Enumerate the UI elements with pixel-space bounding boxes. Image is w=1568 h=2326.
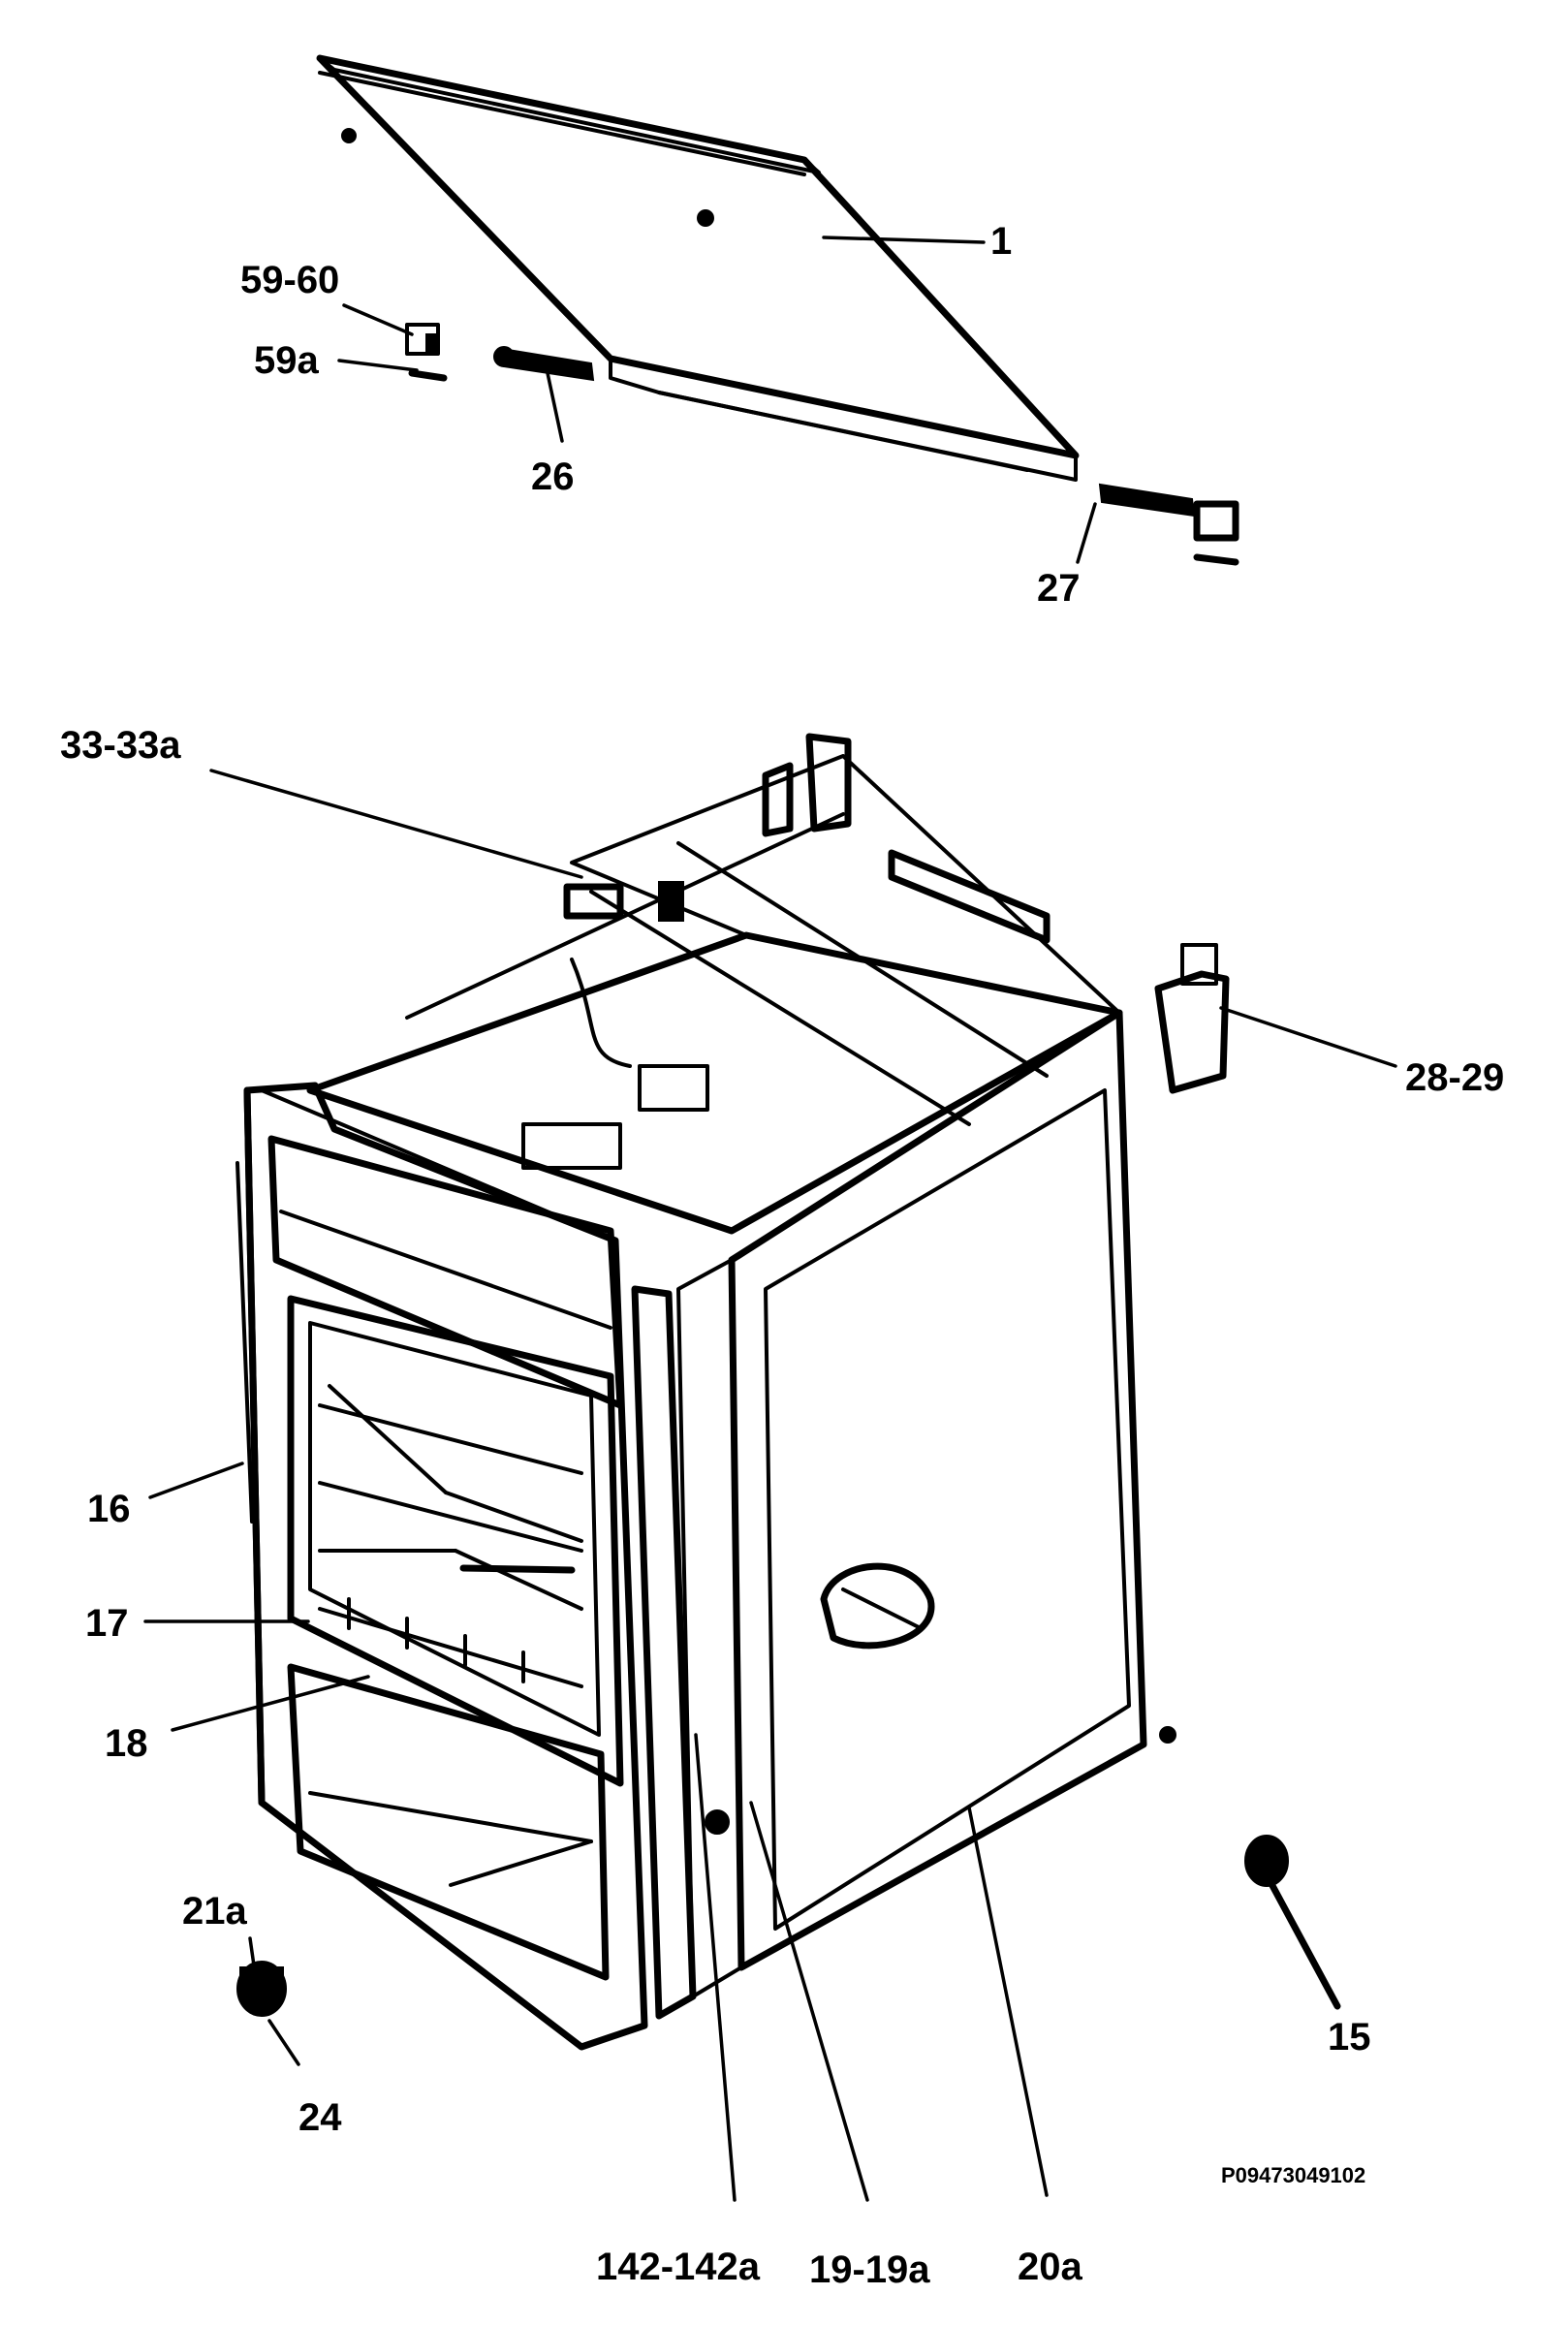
label-33-33a: 33-33a [60,724,181,767]
callout-labels: 1 59-60 59a 26 27 33-33a 28-29 16 17 18 … [60,220,1504,2291]
label-18: 18 [105,1722,148,1765]
label-24: 24 [298,2096,342,2139]
hinge-part-26 [493,346,595,382]
label-21a: 21a [182,1890,247,1933]
foot-part-15 [1244,1835,1341,2010]
leader-lines [143,236,1397,2202]
clip-part-59-60 [405,323,448,382]
hinge-part-27 [1098,483,1239,566]
label-1: 1 [990,220,1012,263]
label-19-19a: 19-19a [809,2248,930,2291]
label-16: 16 [87,1488,131,1530]
label-142-142a: 142-142a [596,2246,761,2288]
drawing-code: P09473049102 [1221,2163,1365,2187]
oven-cabinet [235,733,1230,2051]
label-27: 27 [1037,567,1081,610]
label-59a: 59a [254,339,319,382]
foot-part-21a-24 [236,1961,287,2017]
label-26: 26 [531,456,575,498]
label-20a: 20a [1018,2246,1082,2288]
top-panel-part-1 [316,54,1080,482]
label-15: 15 [1328,2016,1371,2059]
label-17: 17 [85,1602,129,1645]
label-59-60: 59-60 [240,259,339,301]
label-28-29: 28-29 [1405,1056,1504,1099]
